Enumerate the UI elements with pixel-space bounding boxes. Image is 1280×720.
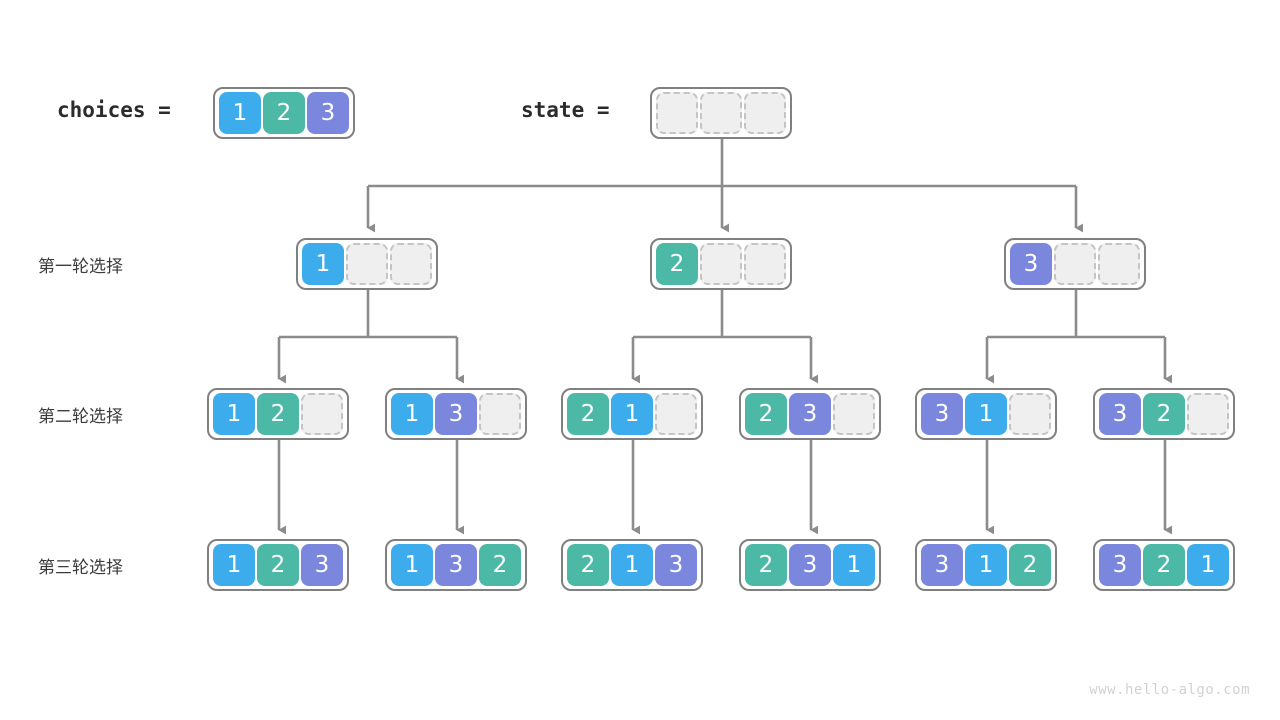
round2-node-5-cell-1: 2 <box>1143 393 1185 435</box>
state-cell-0 <box>656 92 698 134</box>
round3-node-3-cell-2: 1 <box>833 544 875 586</box>
round2-node-0-cell-0: 1 <box>213 393 255 435</box>
round3-node-5-cell-1: 2 <box>1143 544 1185 586</box>
round3-node-4-cell-0: 3 <box>921 544 963 586</box>
round3-node-2-cell-2: 3 <box>655 544 697 586</box>
round2-node-4-cell-1: 1 <box>965 393 1007 435</box>
round2-node-2-cell-1: 1 <box>611 393 653 435</box>
round1-node-2-cell-1 <box>1054 243 1096 285</box>
round2-node-5: 3 2 <box>1093 388 1235 440</box>
round3-node-2-cell-0: 2 <box>567 544 609 586</box>
row-label-round-2: 第二轮选择 <box>38 407 123 427</box>
round3-node-2-cell-1: 1 <box>611 544 653 586</box>
round1-node-1-cell-2 <box>744 243 786 285</box>
round1-node-1-cell-0: 2 <box>656 243 698 285</box>
round3-node-0-cell-1: 2 <box>257 544 299 586</box>
round2-node-5-cell-2 <box>1187 393 1229 435</box>
state-cell-1 <box>700 92 742 134</box>
round2-node-1: 1 3 <box>385 388 527 440</box>
round3-node-5-cell-2: 1 <box>1187 544 1229 586</box>
round2-node-5-cell-0: 3 <box>1099 393 1141 435</box>
round2-node-1-cell-1: 3 <box>435 393 477 435</box>
round3-node-0-cell-0: 1 <box>213 544 255 586</box>
round3-node-3: 2 3 1 <box>739 539 881 591</box>
round2-node-3: 2 3 <box>739 388 881 440</box>
round1-node-1-cell-1 <box>700 243 742 285</box>
round2-node-3-cell-1: 3 <box>789 393 831 435</box>
round3-node-5: 3 2 1 <box>1093 539 1235 591</box>
round3-node-1: 1 3 2 <box>385 539 527 591</box>
round2-node-4-cell-0: 3 <box>921 393 963 435</box>
round2-node-4-cell-2 <box>1009 393 1051 435</box>
round1-node-0-cell-1 <box>346 243 388 285</box>
choices-cell-0: 1 <box>219 92 261 134</box>
round2-node-2-cell-2 <box>655 393 697 435</box>
round3-node-0: 1 2 3 <box>207 539 349 591</box>
round3-node-5-cell-0: 3 <box>1099 544 1141 586</box>
round1-node-0: 1 <box>296 238 438 290</box>
round3-node-3-cell-0: 2 <box>745 544 787 586</box>
choices-label: choices = <box>57 98 171 122</box>
round2-node-3-cell-0: 2 <box>745 393 787 435</box>
round2-node-2-cell-0: 2 <box>567 393 609 435</box>
round2-node-2: 2 1 <box>561 388 703 440</box>
round3-node-1-cell-2: 2 <box>479 544 521 586</box>
choices-cell-1: 2 <box>263 92 305 134</box>
choices-array: 1 2 3 <box>213 87 355 139</box>
round3-node-4-cell-1: 1 <box>965 544 1007 586</box>
round1-node-2-cell-0: 3 <box>1010 243 1052 285</box>
round2-node-0: 1 2 <box>207 388 349 440</box>
state-cell-2 <box>744 92 786 134</box>
state-label: state = <box>521 98 610 122</box>
round3-node-3-cell-1: 3 <box>789 544 831 586</box>
round2-node-3-cell-2 <box>833 393 875 435</box>
watermark: www.hello-algo.com <box>1089 682 1250 698</box>
round3-node-4-cell-2: 2 <box>1009 544 1051 586</box>
round2-node-1-cell-0: 1 <box>391 393 433 435</box>
round1-node-2: 3 <box>1004 238 1146 290</box>
round2-node-0-cell-1: 2 <box>257 393 299 435</box>
round1-node-0-cell-2 <box>390 243 432 285</box>
round3-node-0-cell-2: 3 <box>301 544 343 586</box>
round3-node-2: 2 1 3 <box>561 539 703 591</box>
round3-node-1-cell-0: 1 <box>391 544 433 586</box>
round3-node-1-cell-1: 3 <box>435 544 477 586</box>
state-array <box>650 87 792 139</box>
choices-cell-2: 3 <box>307 92 349 134</box>
round1-node-0-cell-0: 1 <box>302 243 344 285</box>
round1-node-1: 2 <box>650 238 792 290</box>
round2-node-4: 3 1 <box>915 388 1057 440</box>
round2-node-0-cell-2 <box>301 393 343 435</box>
round3-node-4: 3 1 2 <box>915 539 1057 591</box>
round2-node-1-cell-2 <box>479 393 521 435</box>
row-label-round-1: 第一轮选择 <box>38 257 123 277</box>
row-label-round-3: 第三轮选择 <box>38 558 123 578</box>
round1-node-2-cell-2 <box>1098 243 1140 285</box>
